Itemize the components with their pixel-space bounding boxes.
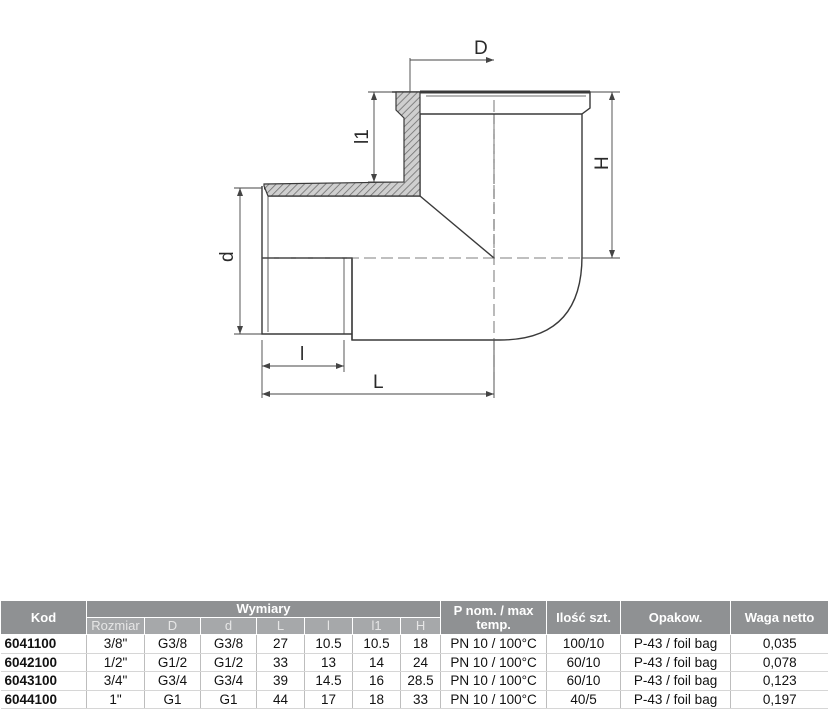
cell-kod: 6044100	[0, 690, 87, 709]
dim-label-L: L	[373, 372, 384, 393]
header-ilosc: Ilość szt.	[546, 600, 622, 635]
cell-l1: 18	[352, 690, 401, 709]
cell-kod: 6042100	[0, 653, 87, 672]
cell-pnom: PN 10 / 100°C	[440, 653, 548, 672]
cell-D: G1/2	[144, 653, 201, 672]
header-pnom: P nom. / max temp.	[440, 600, 548, 635]
dim-label-d: d	[217, 251, 238, 262]
header-kod: Kod	[0, 600, 87, 635]
subheader-d: d	[200, 617, 257, 635]
cell-rozmiar: 3/8"	[86, 634, 145, 654]
cell-d: G3/4	[200, 671, 257, 691]
cell-L: 39	[256, 671, 305, 691]
subheader-L: L	[256, 617, 305, 635]
cell-l1: 14	[352, 653, 401, 672]
cell-d: G1/2	[200, 653, 257, 672]
cell-pnom: PN 10 / 100°C	[440, 671, 548, 691]
cell-H: 28.5	[400, 671, 442, 691]
dim-label-H: H	[592, 156, 613, 170]
cell-waga: 0,197	[730, 690, 828, 709]
cell-ilosc: 60/10	[546, 671, 622, 691]
dim-label-l: l	[300, 344, 304, 365]
cell-ilosc: 60/10	[546, 653, 622, 672]
cell-waga: 0,123	[730, 671, 828, 691]
header-opakow: Opakow.	[620, 600, 732, 635]
subheader-H: H	[399, 617, 442, 635]
dimension-arrows	[237, 57, 615, 397]
table-row: 6042100 1/2" G1/2 G1/2 33 13 14 24 PN 10…	[0, 653, 828, 672]
cell-L: 33	[256, 653, 305, 672]
dimension-lines	[234, 58, 620, 398]
cell-l: 14.5	[304, 671, 353, 691]
cell-l1: 10.5	[352, 634, 401, 654]
cell-waga: 0,078	[730, 653, 828, 672]
cell-rozmiar: 1"	[86, 690, 145, 709]
cell-opakow: P-43 / foil bag	[620, 653, 732, 672]
cell-H: 18	[400, 634, 442, 654]
cell-kod: 6043100	[0, 671, 87, 691]
subheader-l: l	[304, 617, 353, 635]
cell-rozmiar: 3/4"	[86, 671, 145, 691]
cell-pnom: PN 10 / 100°C	[440, 690, 548, 709]
table-row: 6043100 3/4" G3/4 G3/4 39 14.5 16 28.5 P…	[0, 671, 828, 691]
subheader-l1: l1	[352, 617, 401, 635]
table-row: 6041100 3/8" G3/8 G3/8 27 10.5 10.5 18 P…	[0, 634, 828, 654]
cell-l: 17	[304, 690, 353, 709]
subheader-D: D	[144, 617, 201, 635]
header-wymiary: Wymiary	[85, 600, 442, 618]
cell-ilosc: 100/10	[546, 634, 622, 654]
cell-waga: 0,035	[730, 634, 828, 654]
dim-label-l1: l1	[352, 129, 373, 144]
cell-ilosc: 40/5	[546, 690, 622, 709]
cell-opakow: P-43 / foil bag	[620, 690, 732, 709]
cell-D: G3/4	[144, 671, 201, 691]
table-row: 6044100 1" G1 G1 44 17 18 33 PN 10 / 100…	[0, 690, 828, 709]
cell-H: 33	[400, 690, 442, 709]
section-hatch	[263, 91, 421, 197]
cell-D: G3/8	[144, 634, 201, 654]
cell-rozmiar: 1/2"	[86, 653, 145, 672]
cell-d: G3/8	[200, 634, 257, 654]
cell-H: 24	[400, 653, 442, 672]
cell-d: G1	[200, 690, 257, 709]
fitting-body	[261, 90, 591, 341]
fitting-technical-drawing: D H l1 d l L	[217, 38, 620, 398]
cell-l: 13	[304, 653, 353, 672]
cell-D: G1	[144, 690, 201, 709]
cell-l: 10.5	[304, 634, 353, 654]
cell-pnom: PN 10 / 100°C	[440, 634, 548, 654]
dim-label-D: D	[474, 38, 488, 59]
cell-kod: 6041100	[0, 634, 87, 654]
header-waga: Waga netto	[730, 600, 828, 635]
spec-table: Kod Wymiary P nom. / max temp. Ilość szt…	[0, 600, 828, 709]
cell-opakow: P-43 / foil bag	[620, 671, 732, 691]
cell-opakow: P-43 / foil bag	[620, 634, 732, 654]
cell-l1: 16	[352, 671, 401, 691]
cell-L: 44	[256, 690, 305, 709]
center-lines	[262, 100, 614, 380]
cell-L: 27	[256, 634, 305, 654]
subheader-rozmiar: Rozmiar	[86, 617, 145, 635]
